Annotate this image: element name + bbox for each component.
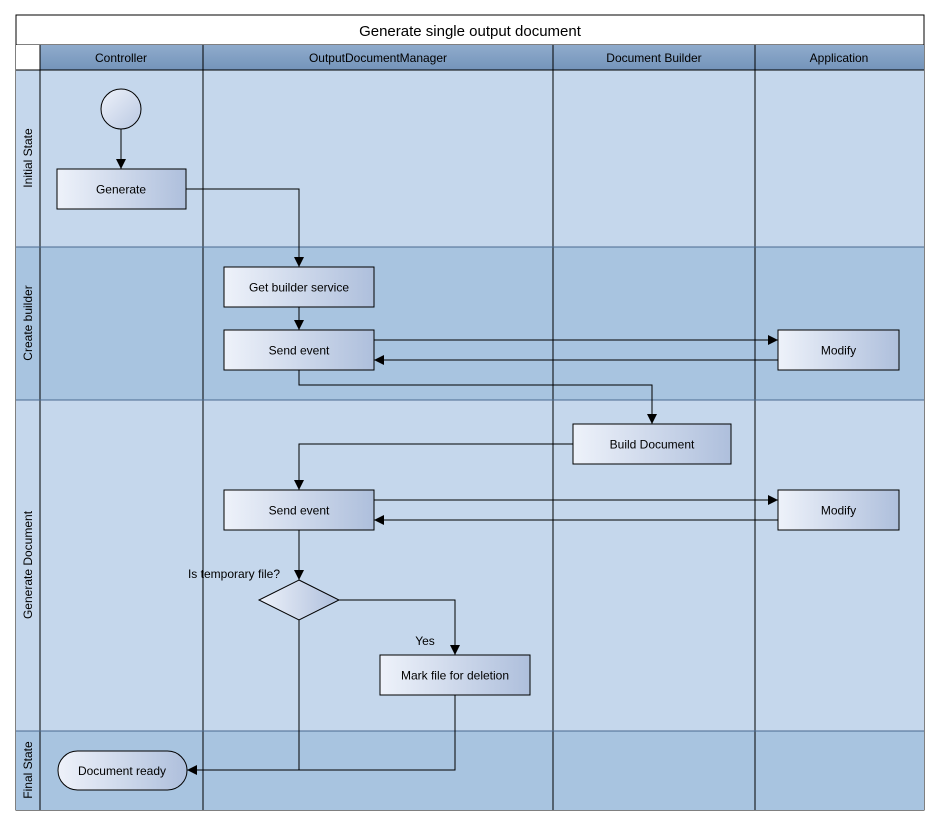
node-document-ready-label: Document ready xyxy=(78,764,166,778)
phase-label-create-builder: Create builder xyxy=(21,285,35,360)
node-get-builder-service-label: Get builder service xyxy=(249,281,349,295)
node-modify-1-label: Modify xyxy=(821,344,856,358)
phase-label-initial-state: Initial State xyxy=(21,128,35,188)
lane-gridlines xyxy=(16,45,924,810)
node-build-document-label: Build Document xyxy=(610,438,695,452)
flow-connectors xyxy=(116,129,778,775)
node-get-builder-service[interactable]: Get builder service xyxy=(223,266,375,308)
node-send-event-2[interactable]: Send event xyxy=(223,489,375,531)
node-build-document[interactable]: Build Document xyxy=(572,423,732,465)
lane-header-output-document-manager: OutputDocumentManager xyxy=(309,51,447,65)
node-send-event-1[interactable]: Send event xyxy=(223,329,375,371)
node-document-ready[interactable]: Document ready xyxy=(57,750,188,791)
start-node xyxy=(100,88,142,130)
decision-temporary-file[interactable] xyxy=(257,579,341,621)
node-modify-2-label: Modify xyxy=(821,504,856,518)
lane-header-document-builder: Document Builder xyxy=(606,51,701,65)
node-modify-1[interactable]: Modify xyxy=(777,329,900,371)
band-initial-state xyxy=(40,70,924,247)
decision-yes-label: Yes xyxy=(415,634,435,648)
node-send-event-1-label: Send event xyxy=(269,344,330,358)
decision-question-label: Is temporary file? xyxy=(188,567,280,581)
node-generate[interactable]: Generate xyxy=(56,168,187,210)
band-create-builder xyxy=(40,247,924,400)
phase-label-final-state: Final State xyxy=(21,741,35,799)
node-modify-2[interactable]: Modify xyxy=(777,489,900,531)
node-mark-file-for-deletion-label: Mark file for deletion xyxy=(401,669,509,683)
lane-header-controller: Controller xyxy=(95,51,147,65)
lane-header-row xyxy=(40,45,924,70)
phase-label-generate-document: Generate Document xyxy=(21,510,35,619)
node-generate-label: Generate xyxy=(96,183,146,197)
diagram-title: Generate single output document xyxy=(359,23,582,40)
node-send-event-2-label: Send event xyxy=(269,504,330,518)
node-mark-file-for-deletion[interactable]: Mark file for deletion xyxy=(379,654,531,696)
lane-header-application: Application xyxy=(810,51,869,65)
